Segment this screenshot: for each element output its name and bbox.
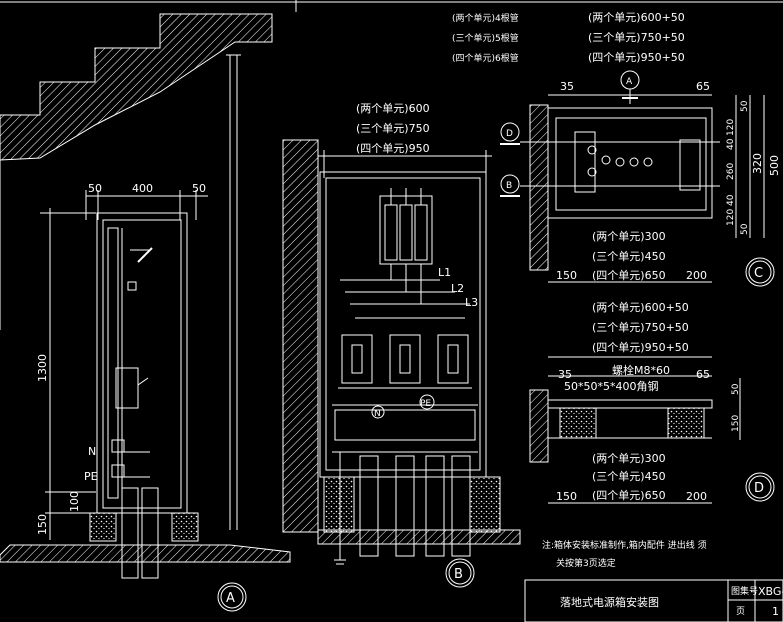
main-switch xyxy=(379,188,433,265)
view-c-width-3: (四个单元)950+50 xyxy=(588,51,685,64)
view-b-letter: B xyxy=(454,567,463,582)
phase-bus: L1 L2 L3 xyxy=(340,264,478,319)
view-d-wall xyxy=(529,389,549,463)
phase-l3: L3 xyxy=(465,296,478,309)
stair-hatch xyxy=(0,13,273,161)
view-d-dim-50: 50 xyxy=(731,383,741,395)
view-d-dim-150-bottom: 150 xyxy=(556,490,577,503)
view-d: (两个单元)600+50 (三个单元)750+50 (四个单元)950+50 3… xyxy=(529,301,775,504)
view-d-dim-150: 150 xyxy=(731,415,741,432)
view-d-dim-65: 65 xyxy=(696,368,710,381)
view-b-foundation xyxy=(317,452,521,565)
view-c-dim-120-top: 120 xyxy=(726,119,736,136)
view-a-height-dims: 1300 100 150 xyxy=(36,208,96,540)
view-c-tubes-1: (两个单元)4根管 xyxy=(452,12,519,24)
title-block: 落地式电源箱安装图 图集号 页 XBG- 1 xyxy=(524,579,783,622)
note-line-2: 关按第3页选定 xyxy=(556,557,616,569)
view-d-depth-2: (三个单元)450 xyxy=(592,470,666,483)
dim-400: 400 xyxy=(132,182,153,195)
label-pe: PE xyxy=(84,470,98,483)
view-d-width-1: (两个单元)600+50 xyxy=(592,301,689,314)
view-d-depth-1: (两个单元)300 xyxy=(592,452,666,465)
bus-n: N xyxy=(374,409,381,419)
phase-l1: L1 xyxy=(438,266,451,279)
view-c-dim-500: 500 xyxy=(768,155,781,176)
view-a-letter: A xyxy=(226,591,235,606)
ref-b: B xyxy=(506,181,512,191)
bus-pe: PE xyxy=(420,399,431,409)
dim-50-left: 50 xyxy=(88,182,102,195)
note-line-1: 注:箱体安装标准制作,箱内配件 进出线 须 xyxy=(542,539,707,551)
view-a-tag: A xyxy=(217,582,247,612)
ref-d: D xyxy=(506,129,513,139)
neutral-pe-bus: N PE xyxy=(332,394,478,453)
view-c-letter: C xyxy=(754,266,763,281)
dim-150-base: 150 xyxy=(36,514,49,535)
view-c-dim-40-top: 40 xyxy=(726,138,736,150)
label-drawing-no: 图集号 xyxy=(731,585,758,597)
view-b-width-2: (三个单元)750 xyxy=(356,122,430,135)
view-c-dim-40-bottom: 40 xyxy=(726,194,736,206)
view-d-width-2: (三个单元)750+50 xyxy=(592,321,689,334)
view-c-dim-320: 320 xyxy=(751,153,764,174)
meter-units xyxy=(338,334,472,389)
view-c-dim-50-top: 50 xyxy=(740,100,750,112)
view-d-width-3: (四个单元)950+50 xyxy=(592,341,689,354)
view-c-dim-200: 200 xyxy=(686,269,707,282)
drawing-title: 落地式电源箱安装图 xyxy=(560,595,659,609)
phase-l2: L2 xyxy=(451,282,464,295)
view-c-width-1: (两个单元)600+50 xyxy=(588,11,685,24)
view-c-wall xyxy=(529,104,549,271)
view-c-dim-50: 50 xyxy=(740,223,750,235)
view-c: (两个单元)4根管 (三个单元)5根管 (四个单元)6根管 (两个单元)600+… xyxy=(452,11,781,287)
view-c-dim-65: 65 xyxy=(696,80,710,93)
view-d-letter: D xyxy=(754,481,764,496)
cabinet-side: N PE xyxy=(84,212,188,514)
notes: 注:箱体安装标准制作,箱内配件 进出线 须 关按第3页选定 xyxy=(542,539,707,569)
view-c-tag: C xyxy=(745,257,775,287)
conduit-holes xyxy=(587,145,653,177)
view-a-foundation xyxy=(0,487,291,579)
view-b-tag: B xyxy=(445,558,475,588)
view-c-dim-260: 260 xyxy=(726,163,736,180)
view-b: (两个单元)600 (三个单元)750 (四个单元)950 xyxy=(282,102,521,588)
view-d-depth-3: (四个单元)650 xyxy=(592,489,666,502)
view-d-angle: 50*50*5*400角钢 xyxy=(564,380,659,393)
label-n: N xyxy=(88,445,96,458)
view-c-tubes-2: (三个单元)5根管 xyxy=(452,32,519,44)
view-c-depth-3: (四个单元)650 xyxy=(592,269,666,282)
view-d-bolt: 螺栓M8*60 xyxy=(612,363,670,377)
view-c-tubes-3: (四个单元)6根管 xyxy=(452,52,519,64)
wall-hatch xyxy=(282,139,319,533)
view-d-dim-200: 200 xyxy=(686,490,707,503)
ref-a: A xyxy=(626,77,633,87)
drawing-no: XBG- xyxy=(758,585,783,598)
sheet-frame xyxy=(0,0,783,12)
view-c-dim-35: 35 xyxy=(560,80,574,93)
view-b-width-1: (两个单元)600 xyxy=(356,102,430,115)
view-d-tag: D xyxy=(745,472,775,502)
view-a-width-dims: 50 400 50 xyxy=(85,182,208,220)
page-no: 1 xyxy=(772,605,779,618)
view-c-depth-1: (两个单元)300 xyxy=(592,230,666,243)
dim-100: 100 xyxy=(68,491,81,512)
view-a: 50 400 50 N PE 1300 xyxy=(0,13,291,612)
view-c-dim-120-bottom: 120 xyxy=(726,209,736,226)
view-b-width-3: (四个单元)950 xyxy=(356,142,430,155)
view-c-width-2: (三个单元)750+50 xyxy=(588,31,685,44)
dim-50-right: 50 xyxy=(192,182,206,195)
view-c-depth-2: (三个单元)450 xyxy=(592,250,666,263)
view-d-dim-35: 35 xyxy=(558,368,572,381)
label-page: 页 xyxy=(736,606,745,617)
view-c-dim-150: 150 xyxy=(556,269,577,282)
dim-1300: 1300 xyxy=(36,354,49,382)
